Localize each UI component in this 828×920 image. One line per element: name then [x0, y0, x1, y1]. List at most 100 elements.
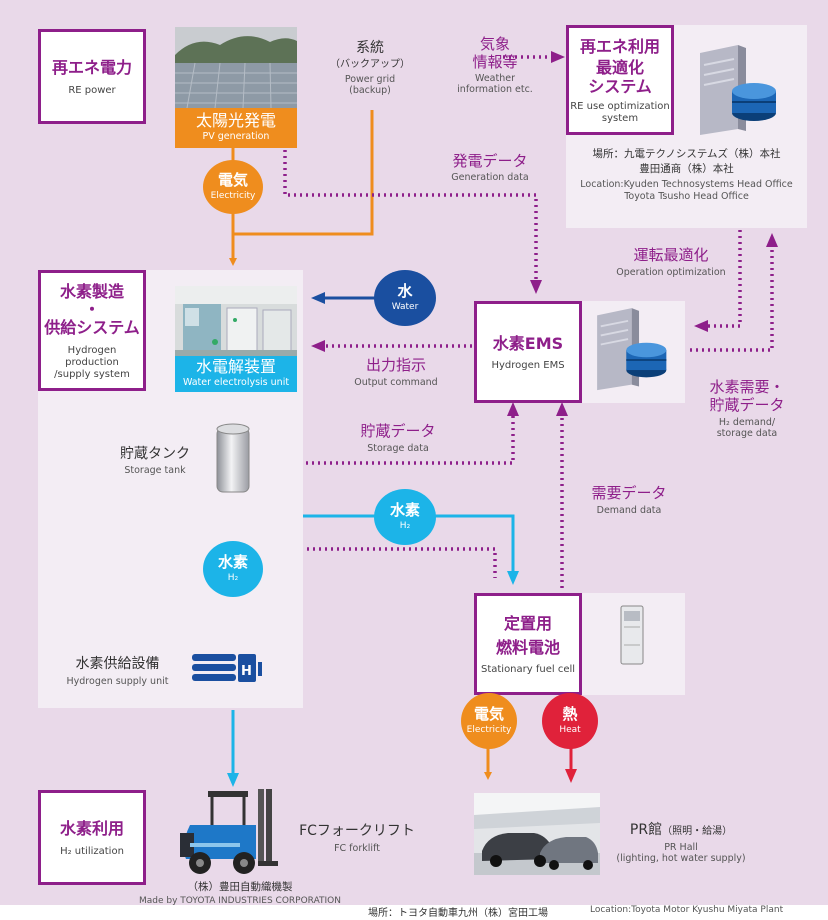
- svg-text:H: H: [241, 664, 252, 679]
- grid-label: 系統 （バックアップ） Power grid (backup): [310, 40, 430, 97]
- water-en: Water: [391, 301, 419, 312]
- h2-production-dot: ・: [83, 299, 100, 319]
- fuel-cell-icon: [620, 605, 644, 665]
- pr-hall-location-en: Location:Toyota Motor Kyushu Miyata Plan…: [590, 905, 784, 915]
- h2-left-circle: 水素 H₂: [203, 541, 263, 597]
- weather-jp-2: 情報等: [472, 53, 518, 71]
- h2-right-circle: 水素 H₂: [374, 489, 436, 545]
- ems-server-icon: [597, 308, 667, 391]
- re-power-title: 再エネ電力: [51, 58, 132, 78]
- demand-data-jp: 需要データ: [591, 484, 667, 502]
- storage-tank-jp: 貯蔵タンク: [120, 446, 190, 462]
- storage-data-en: Storage data: [367, 443, 429, 454]
- weather-label: 気象 情報等 Weather information etc.: [430, 35, 560, 96]
- h2-production-sub-2: /supply system: [54, 368, 130, 380]
- supply-unit-en: Hydrogen supply unit: [66, 675, 169, 687]
- h2-ems-box: 水素EMS Hydrogen EMS: [474, 301, 582, 403]
- optimizer-title-2: 最適化: [595, 57, 644, 77]
- electricity-bottom-circle: 電気 Electricity: [461, 693, 517, 749]
- generation-data-en: Generation data: [451, 172, 529, 183]
- re-power-box: 再エネ電力 RE power: [38, 29, 146, 124]
- weather-en-1: Weather: [475, 73, 515, 84]
- h2-left-en: H₂: [227, 572, 239, 583]
- h2-demand-storage-en-1: H₂ demand/: [718, 417, 776, 428]
- storage-tank-label: 貯蔵タンク Storage tank: [100, 446, 210, 476]
- storage-data-label: 貯蔵データ Storage data: [338, 422, 458, 454]
- h2-production-title-1: 水素製造: [59, 282, 124, 302]
- forklift-label: FCフォークリフト FC forklift: [282, 823, 432, 854]
- h2-left-jp: 水素: [217, 553, 248, 572]
- generation-data-label: 発電データ Generation data: [420, 152, 560, 183]
- storage-tank-icon: [216, 423, 250, 493]
- pr-hall-jp: PR館: [629, 822, 663, 838]
- pr-hall-label: PR館（照明・給湯） PR Hall (lighting, hot water …: [606, 822, 756, 865]
- h2-use-title: 水素利用: [59, 819, 124, 839]
- output-command-en: Output command: [354, 377, 438, 388]
- h2-use-sub: H₂ utilization: [60, 845, 124, 857]
- water-circle: 水 Water: [374, 270, 436, 326]
- fuel-cell-sub: Stationary fuel cell: [480, 663, 576, 675]
- optimizer-server-icon: [700, 45, 776, 135]
- pr-hall-jp-note: （照明・給湯）: [662, 826, 733, 837]
- forklift-en: FC forklift: [334, 842, 380, 854]
- h2-production-sub-1: Hydrogen production: [65, 344, 119, 368]
- electricity-bottom-jp: 電気: [473, 705, 504, 724]
- pr-hall-photo: [474, 793, 600, 875]
- data-flow-lines: [246, 51, 778, 670]
- fuel-cell-title-2: 燃料電池: [495, 637, 560, 657]
- grid-jp-2: （バックアップ）: [330, 58, 410, 70]
- optimizer-location: 場所：九電テクノシステムズ（株）本社 豊田通商（株）本社 Location:Ky…: [566, 148, 807, 202]
- h2-right-en: H₂: [399, 520, 411, 531]
- demand-data-label: 需要データ Demand data: [574, 484, 684, 516]
- weather-en-2: information etc.: [457, 84, 533, 96]
- operation-optimization-jp: 運転最適化: [633, 246, 709, 264]
- heat-circle: 熱 Heat: [542, 693, 598, 749]
- re-power-sub: RE power: [68, 84, 116, 96]
- electrolysis-banner: 水電解装置 Water electrolysis unit: [175, 356, 297, 392]
- optimizer-title-3: システム: [588, 77, 652, 97]
- forklift-maker: （株）豊田自動織機製 Made by TOYOTA INDUSTRIES COR…: [90, 881, 390, 906]
- optimizer-loc-en-1: Location:Kyuden Technosystems Head Offic…: [580, 179, 793, 191]
- forklift-maker-en: Made by TOYOTA INDUSTRIES CORPORATION: [138, 895, 342, 906]
- optimizer-sub-2: system: [601, 113, 639, 125]
- weather-jp-1: 気象: [479, 35, 510, 53]
- electricity-top-en: Electricity: [210, 190, 256, 201]
- electricity-top-jp: 電気: [217, 171, 248, 190]
- supply-unit-label: 水素供給設備 Hydrogen supply unit: [50, 656, 185, 687]
- fuel-cell-title-1: 定置用: [503, 614, 552, 634]
- optimizer-sub-1: RE use optimization: [570, 101, 670, 113]
- pr-hall-title: PR館（照明・給湯）: [606, 822, 756, 839]
- supply-unit-jp: 水素供給設備: [75, 656, 160, 672]
- storage-tank-en: Storage tank: [124, 464, 186, 476]
- operation-optimization-en: Operation optimization: [616, 267, 726, 278]
- optimizer-box: 再エネ利用 最適化 システム RE use optimization syste…: [566, 25, 674, 135]
- operation-optimization-label: 運転最適化 Operation optimization: [606, 246, 736, 278]
- hydrogen-supply-icon: H: [192, 654, 262, 682]
- h2-right-jp: 水素: [389, 501, 420, 520]
- electricity-bottom-en: Electricity: [466, 724, 512, 735]
- h2-demand-storage-en-2: storage data: [716, 428, 778, 440]
- forklift-maker-jp: （株）豊田自動織機製: [187, 881, 293, 893]
- grid-en-1: Power grid: [344, 73, 396, 85]
- h2-demand-storage-jp-1: 水素需要・: [709, 378, 785, 396]
- pv-banner: 太陽光発電 PV generation: [175, 108, 297, 148]
- electrolysis-sub: Water electrolysis unit: [182, 377, 290, 388]
- h2-ems-title: 水素EMS: [492, 333, 564, 353]
- grid-en-2: (backup): [349, 85, 391, 97]
- pv-sub: PV generation: [202, 131, 270, 142]
- output-command-jp: 出力指示: [365, 356, 426, 374]
- h2-production-box: 水素製造 ・ 供給システム Hydrogen production /suppl…: [38, 270, 146, 391]
- pr-hall-en-1: PR Hall: [664, 841, 698, 853]
- electrolysis-photo: [175, 286, 297, 356]
- h2-demand-storage-label: 水素需要・ 貯蔵データ H₂ demand/ storage data: [682, 378, 812, 440]
- h2-ems-sub: Hydrogen EMS: [491, 360, 565, 372]
- electricity-top-circle: 電気 Electricity: [203, 160, 263, 214]
- output-command-label: 出力指示 Output command: [336, 356, 456, 388]
- optimizer-loc-jp-2: 豊田通商（株）本社: [639, 162, 734, 175]
- storage-data-jp: 貯蔵データ: [360, 422, 436, 440]
- forklift-jp: FCフォークリフト: [299, 823, 415, 839]
- pr-hall-location-jp: 場所：トヨタ自動車九州（株）宮田工場: [368, 908, 548, 919]
- demand-data-en: Demand data: [596, 505, 662, 516]
- pv-title: 太陽光発電: [195, 111, 276, 130]
- fuel-cell-box: 定置用 燃料電池 Stationary fuel cell: [474, 593, 582, 695]
